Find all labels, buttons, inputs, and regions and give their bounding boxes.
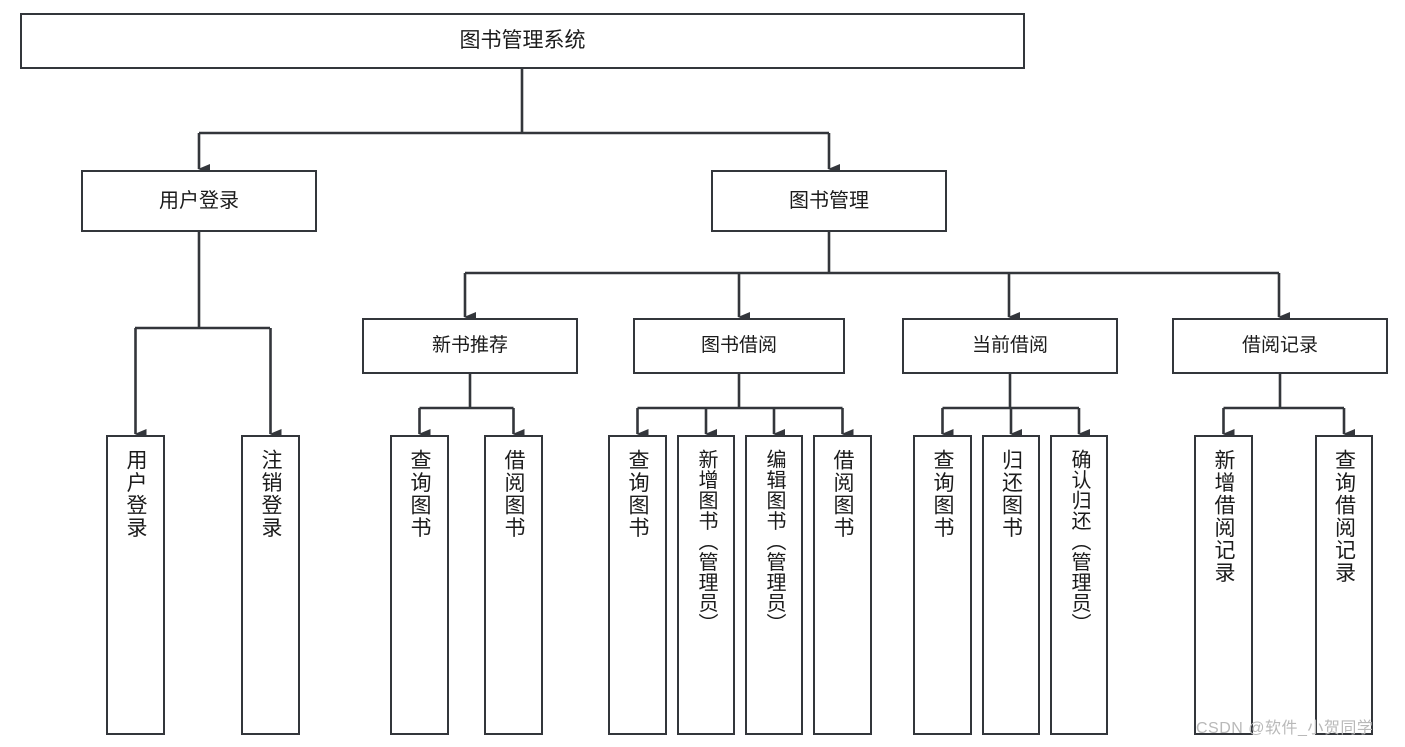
node-leaf-add-book[interactable]: 新增图书（管理员） [677,435,735,735]
node-leaf-borrow-book[interactable]: 借阅图书 [813,435,872,735]
watermark: CSDN @软件_小贺同学 [1196,720,1374,737]
node-leaf-query-borrow-record[interactable]: 查询借阅记录 [1315,435,1373,735]
node-leaf-edit-book[interactable]: 编辑图书（管理员） [745,435,803,735]
node-leaf-query-book-borrow[interactable]: 查询图书 [608,435,667,735]
node-leaf-query-book-current-label: 查询图书 [931,449,954,539]
node-leaf-edit-book-label: 编辑图书（管理员） [763,449,785,634]
node-borrow-record-label: 借阅记录 [1241,335,1318,357]
node-leaf-user-logout[interactable]: 注销登录 [241,435,300,735]
node-leaf-borrow-book-recommend-label: 借阅图书 [502,449,525,539]
node-book-management-label: 图书管理 [789,189,869,212]
node-new-book-recommend[interactable]: 新书推荐 [362,318,578,374]
node-leaf-add-book-label: 新增图书（管理员） [695,449,717,634]
node-current-borrow-label: 当前借阅 [971,335,1048,357]
node-current-borrow[interactable]: 当前借阅 [902,318,1118,374]
node-leaf-query-book-recommend-label: 查询图书 [408,449,431,539]
node-leaf-borrow-book-recommend[interactable]: 借阅图书 [484,435,543,735]
node-borrow-record[interactable]: 借阅记录 [1172,318,1388,374]
node-leaf-query-borrow-record-label: 查询借阅记录 [1332,449,1356,584]
node-leaf-confirm-return-label: 确认归还（管理员） [1068,449,1090,634]
node-root[interactable]: 图书管理系统 [20,13,1025,69]
node-new-book-recommend-label: 新书推荐 [431,335,508,357]
node-leaf-user-logout-label: 注销登录 [259,449,282,539]
node-leaf-query-book-borrow-label: 查询图书 [626,449,649,539]
node-user-login-label: 用户登录 [159,189,239,212]
node-leaf-add-borrow-record[interactable]: 新增借阅记录 [1194,435,1253,735]
node-leaf-borrow-book-label: 借阅图书 [831,449,854,539]
node-leaf-query-book-recommend[interactable]: 查询图书 [390,435,449,735]
node-book-management[interactable]: 图书管理 [711,170,947,232]
node-leaf-query-book-current[interactable]: 查询图书 [913,435,972,735]
node-root-label: 图书管理系统 [459,29,586,53]
node-leaf-return-book[interactable]: 归还图书 [982,435,1040,735]
node-leaf-add-borrow-record-label: 新增借阅记录 [1212,449,1235,584]
node-leaf-user-login-label: 用户登录 [124,449,147,539]
node-book-borrow-label: 图书借阅 [700,335,777,357]
node-leaf-return-book-label: 归还图书 [999,449,1023,539]
node-user-login[interactable]: 用户登录 [81,170,317,232]
node-leaf-user-login[interactable]: 用户登录 [106,435,165,735]
node-book-borrow[interactable]: 图书借阅 [633,318,845,374]
node-leaf-confirm-return[interactable]: 确认归还（管理员） [1050,435,1108,735]
